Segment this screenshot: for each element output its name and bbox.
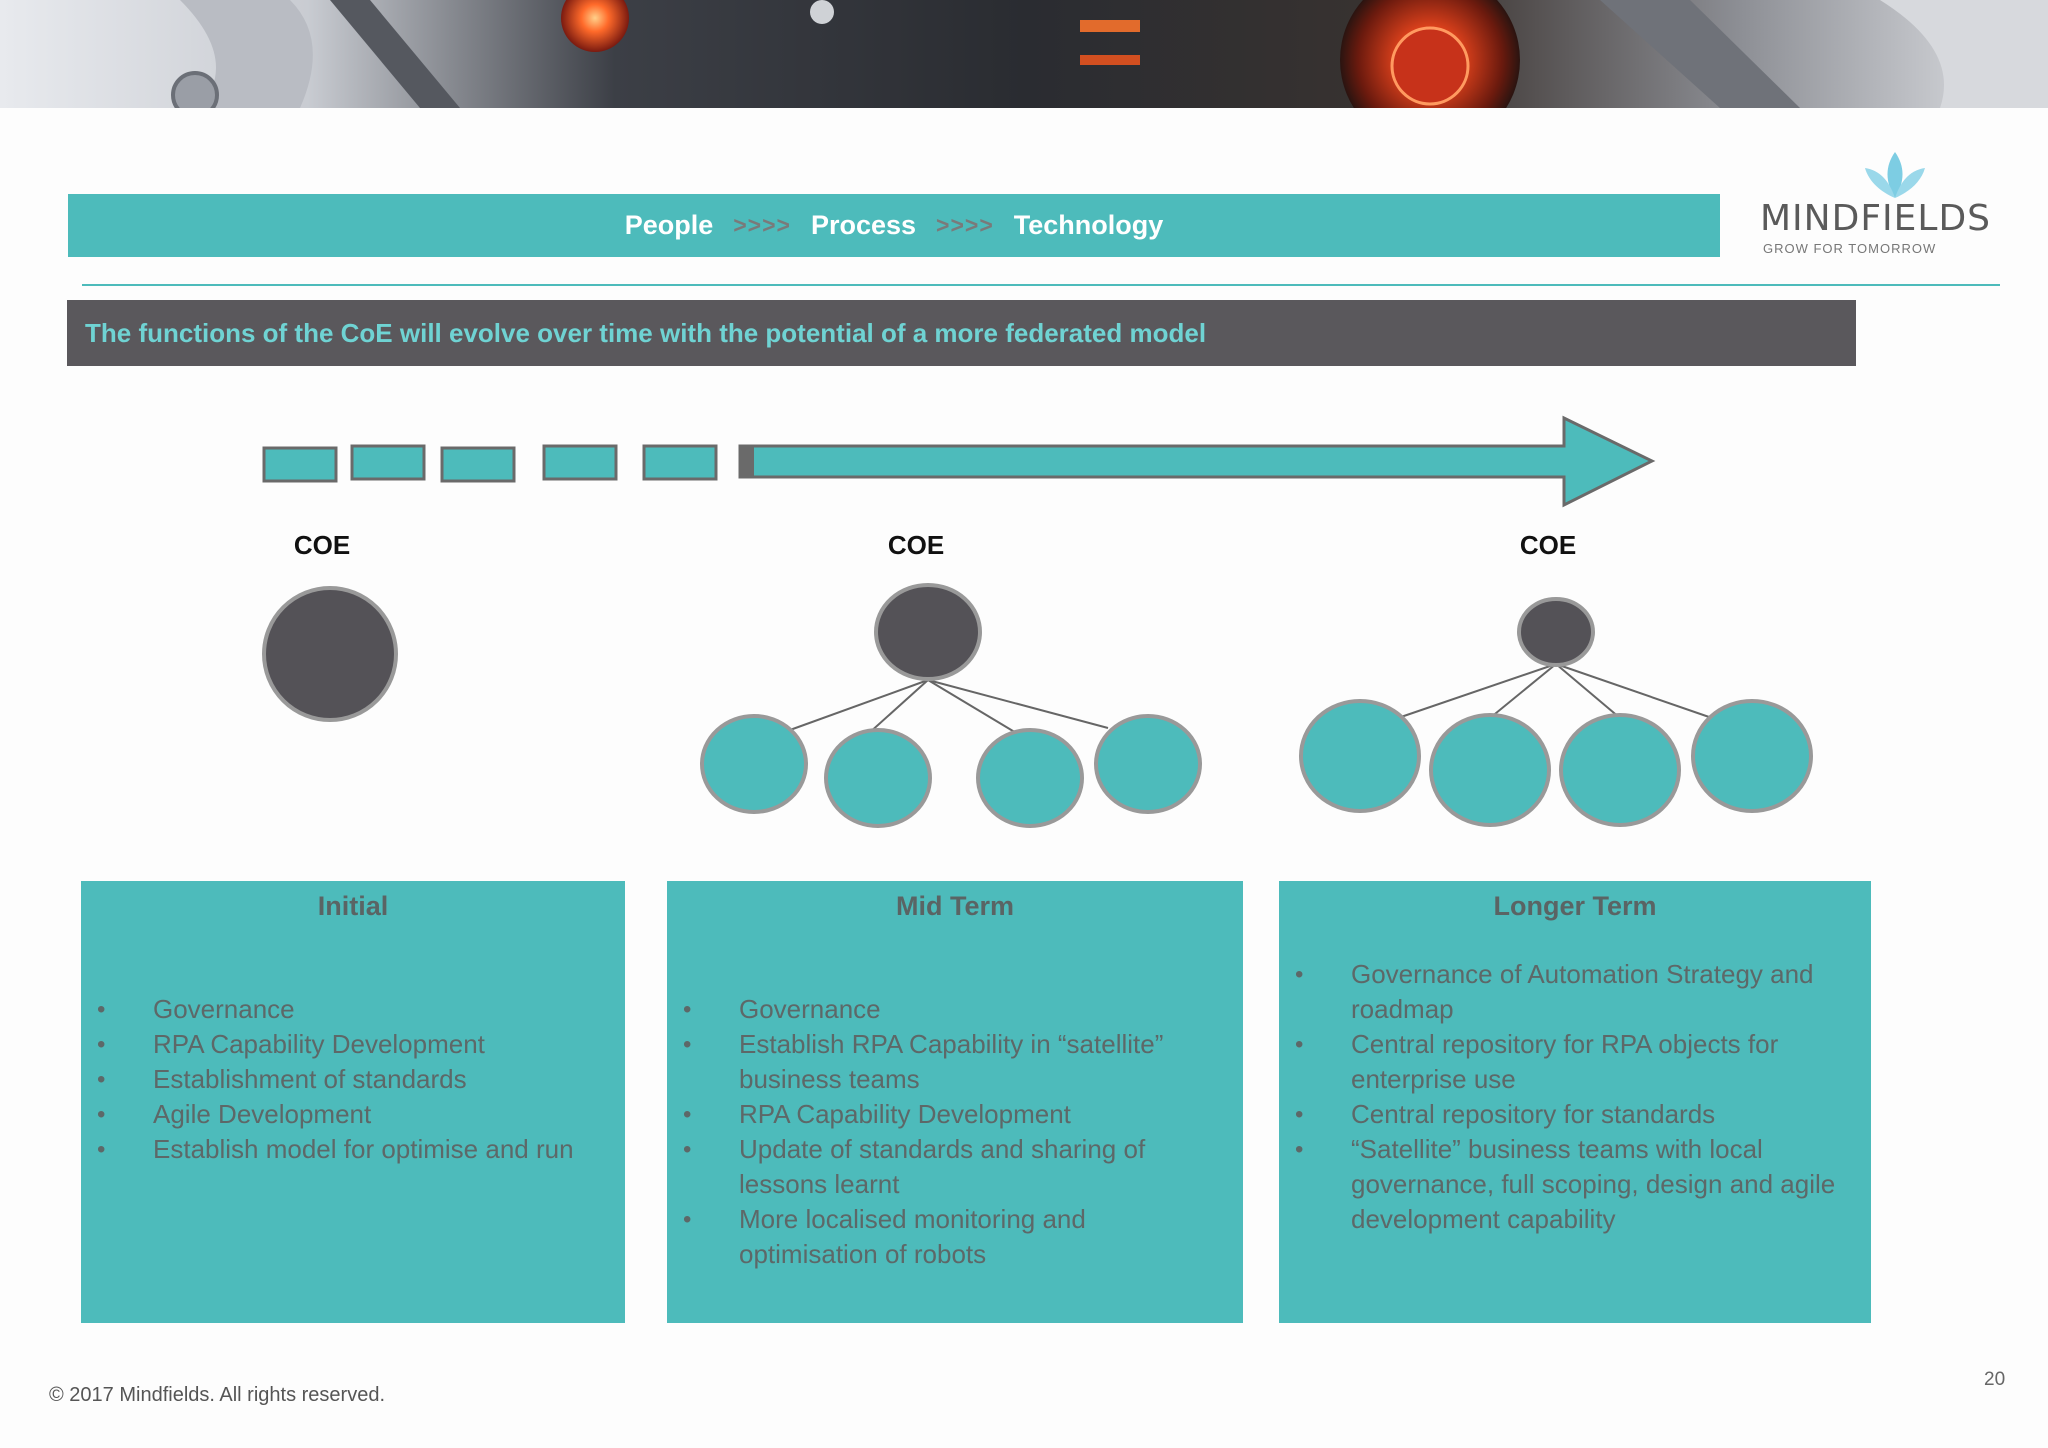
list-item: Establishment of standards <box>81 1062 625 1097</box>
phase-list: Governance Establish RPA Capability in “… <box>667 992 1243 1272</box>
timeline-box <box>350 444 426 481</box>
satellite-circle <box>976 728 1084 828</box>
satellite-circle <box>1094 714 1202 814</box>
timeline-box <box>642 444 718 481</box>
headline-bar: The functions of the CoE will evolve ove… <box>67 300 1856 366</box>
page-number: 20 <box>1984 1369 2006 1390</box>
coe-label: COE <box>1520 530 1576 560</box>
process-separator: >>>> <box>936 212 994 238</box>
satellite-circle <box>1299 699 1421 813</box>
coe-hub-circle <box>1517 597 1595 667</box>
list-item: “Satellite” business teams with local go… <box>1279 1132 1871 1237</box>
satellite-circle <box>700 714 808 814</box>
list-item: Establish RPA Capability in “satellite” … <box>667 1027 1243 1097</box>
phase-title: Longer Term <box>1493 891 1657 921</box>
list-item: Governance of Automation Strategy and ro… <box>1279 957 1871 1027</box>
list-item: Governance <box>81 992 625 1027</box>
phase-list: Governance of Automation Strategy and ro… <box>1279 957 1871 1237</box>
timeline-box <box>440 446 516 483</box>
list-item: More localised monitoring and optimisati… <box>667 1202 1243 1272</box>
coe-label: COE <box>294 530 350 560</box>
list-item: Central repository for standards <box>1279 1097 1871 1132</box>
timeline-box <box>262 446 338 483</box>
robot-banner-image <box>0 0 2048 108</box>
process-bar: People >>>> Process >>>> Technology <box>68 194 1720 257</box>
phase-box-mid-term: Mid Term Governance Establish RPA Capabi… <box>667 881 1243 1323</box>
phase-title: Initial <box>317 891 389 921</box>
satellite-circle <box>1691 699 1813 813</box>
logo-wordmark: MINDFIELDS <box>1760 198 1992 239</box>
lotus-icon <box>1865 152 1925 198</box>
list-item: RPA Capability Development <box>667 1097 1243 1132</box>
list-item: Update of standards and sharing of lesso… <box>667 1132 1243 1202</box>
phase-box-initial: Initial Governance RPA Capability Develo… <box>81 881 625 1323</box>
list-item: Agile Development <box>81 1097 625 1132</box>
phase-title: Mid Term <box>895 891 1014 921</box>
process-step-process: Process <box>810 210 917 240</box>
headline-text: The functions of the CoE will evolve ove… <box>85 317 1207 348</box>
satellite-circle <box>1429 713 1551 827</box>
coe-evolution-diagram: COE COE COE <box>262 415 1813 828</box>
coe-hub-circle <box>874 583 982 681</box>
process-step-technology: Technology <box>1013 210 1164 240</box>
phase-list: Governance RPA Capability Development Es… <box>81 992 625 1167</box>
coe-label: COE <box>888 530 944 560</box>
copyright-text: © 2017 Mindfields. All rights reserved. <box>49 1384 386 1406</box>
coe-hub-circle <box>262 586 398 722</box>
timeline-arrow <box>738 415 1656 508</box>
divider-line <box>82 284 2000 286</box>
timeline-box <box>542 444 618 481</box>
logo-tagline: GROW FOR TOMORROW <box>1763 241 1937 256</box>
satellite-circle <box>824 728 932 828</box>
process-step-people: People <box>624 210 714 240</box>
phase-box-longer-term: Longer Term Governance of Automation Str… <box>1279 881 1871 1323</box>
list-item: Establish model for optimise and run <box>81 1132 625 1167</box>
process-separator: >>>> <box>733 212 791 238</box>
list-item: RPA Capability Development <box>81 1027 625 1062</box>
list-item: Governance <box>667 992 1243 1027</box>
list-item: Central repository for RPA objects for e… <box>1279 1027 1871 1097</box>
satellite-circle <box>1559 713 1681 827</box>
